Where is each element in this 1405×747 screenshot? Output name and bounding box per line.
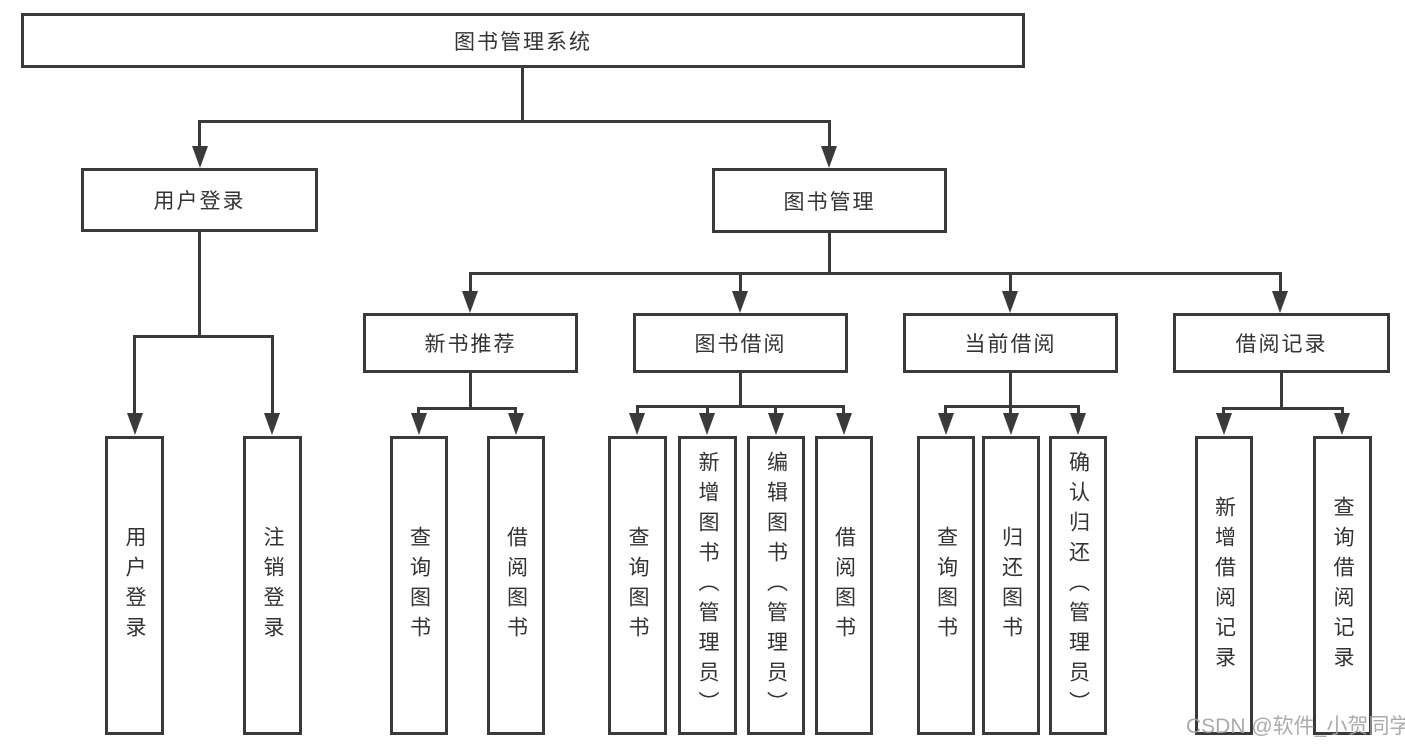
- connector-line: [417, 407, 517, 410]
- node-book-management-label: 图书管理: [783, 190, 876, 214]
- arrow-down-icon: [732, 291, 748, 313]
- node-current-borrow: 当前借阅: [903, 313, 1118, 373]
- leaf-logout: 注销登录: [243, 436, 302, 735]
- connector-line: [469, 272, 1282, 275]
- leaf-borrow-books-2-label: 借阅图书: [832, 525, 856, 646]
- arrow-down-icon: [1003, 413, 1019, 435]
- leaf-query-books-1-label: 查询图书: [407, 525, 431, 646]
- connector-line: [271, 335, 274, 420]
- connector-line: [198, 120, 201, 152]
- leaf-query-books-3-label: 查询图书: [934, 525, 958, 646]
- arrow-down-icon: [127, 413, 143, 435]
- connector-line: [198, 120, 831, 123]
- arrow-down-icon: [836, 413, 852, 435]
- connector-line: [469, 373, 472, 407]
- connector-line: [739, 272, 742, 296]
- connector-line: [1280, 373, 1283, 407]
- connector-line: [828, 120, 831, 152]
- connector-line: [1279, 272, 1282, 296]
- leaf-add-books-admin: 新增图书（管理员）: [678, 436, 737, 735]
- leaf-query-books-2-label: 查询图书: [626, 525, 649, 646]
- connector-line: [133, 335, 136, 420]
- arrow-down-icon: [264, 413, 280, 435]
- arrow-down-icon: [629, 413, 645, 435]
- connector-line: [739, 373, 742, 405]
- node-book-management: 图书管理: [712, 168, 947, 233]
- leaf-confirm-return-admin: 确认归还（管理员）: [1049, 436, 1107, 735]
- leaf-query-books-2: 查询图书: [608, 436, 667, 735]
- leaf-return-books-label: 归还图书: [999, 525, 1023, 646]
- node-new-book-recommend: 新书推荐: [363, 313, 578, 373]
- leaf-borrow-books-1: 借阅图书: [487, 436, 545, 735]
- connector-line: [1009, 373, 1012, 405]
- node-book-borrow-label: 图书借阅: [694, 333, 787, 356]
- connector-line: [469, 272, 472, 296]
- connector-line: [1009, 272, 1012, 296]
- leaf-confirm-return-admin-label: 确认归还（管理员）: [1066, 450, 1090, 721]
- connector-line: [1222, 407, 1344, 410]
- node-root: 图书管理系统: [21, 13, 1025, 68]
- arrow-down-icon: [1002, 291, 1018, 313]
- leaf-edit-books-admin-label: 编辑图书（管理员）: [764, 450, 788, 721]
- leaf-logout-label: 注销登录: [261, 525, 284, 646]
- leaf-add-books-admin-label: 新增图书（管理员）: [696, 450, 719, 721]
- arrow-down-icon: [508, 413, 524, 435]
- leaf-user-login: 用户登录: [105, 436, 164, 735]
- connector-line: [636, 405, 845, 408]
- arrow-down-icon: [938, 413, 954, 435]
- node-current-borrow-label: 当前借阅: [964, 333, 1057, 356]
- csdn-watermark: CSDN @软件_小贺同学: [1186, 715, 1405, 738]
- leaf-user-login-label: 用户登录: [123, 525, 146, 646]
- node-book-borrow: 图书借阅: [633, 313, 848, 373]
- arrow-down-icon: [821, 146, 837, 168]
- leaf-query-books-1: 查询图书: [390, 436, 448, 735]
- connector-line: [198, 232, 201, 335]
- connector-line: [828, 233, 831, 272]
- arrow-down-icon: [699, 413, 715, 435]
- node-borrow-records-label: 借阅记录: [1235, 333, 1328, 356]
- leaf-query-books-3: 查询图书: [917, 436, 975, 735]
- connector-line: [133, 335, 274, 338]
- arrow-down-icon: [192, 146, 208, 168]
- arrow-down-icon: [768, 413, 784, 435]
- leaf-edit-books-admin: 编辑图书（管理员）: [747, 436, 805, 735]
- connector-line: [521, 68, 524, 120]
- arrow-down-icon: [462, 291, 478, 313]
- leaf-query-borrow-record-label: 查询借阅记录: [1331, 495, 1354, 676]
- leaf-return-books: 归还图书: [982, 436, 1040, 735]
- leaf-add-borrow-record-label: 新增借阅记录: [1212, 495, 1236, 676]
- arrow-down-icon: [1070, 413, 1086, 435]
- arrow-down-icon: [1216, 413, 1232, 435]
- leaf-add-borrow-record: 新增借阅记录: [1195, 436, 1253, 735]
- node-new-book-recommend-label: 新书推荐: [424, 333, 517, 356]
- leaf-borrow-books-2: 借阅图书: [815, 436, 873, 735]
- node-user-login: 用户登录: [81, 168, 318, 232]
- node-root-label: 图书管理系统: [454, 30, 592, 54]
- arrow-down-icon: [1334, 413, 1350, 435]
- node-borrow-records: 借阅记录: [1173, 313, 1390, 373]
- leaf-borrow-books-1-label: 借阅图书: [504, 525, 528, 646]
- arrow-down-icon: [1272, 291, 1288, 313]
- arrow-down-icon: [411, 413, 427, 435]
- node-user-login-label: 用户登录: [153, 190, 246, 213]
- leaf-query-borrow-record: 查询借阅记录: [1313, 436, 1372, 735]
- connector-line: [944, 405, 1080, 408]
